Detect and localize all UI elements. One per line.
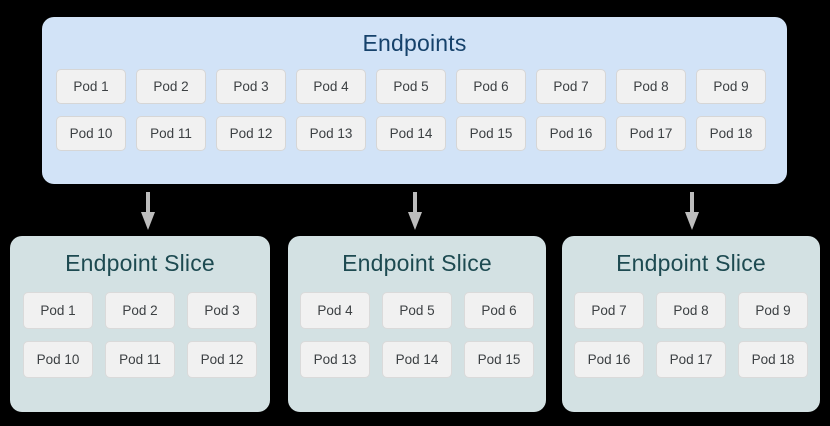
pod-chip[interactable]: Pod 7	[536, 69, 606, 104]
pod-chip[interactable]: Pod 1	[56, 69, 126, 104]
pod-chip[interactable]: Pod 13	[296, 116, 366, 151]
pod-chip[interactable]: Pod 11	[136, 116, 206, 151]
endpoint-slice-pod-grid-1: Pod 1 Pod 2 Pod 3 Pod 10 Pod 11 Pod 12	[10, 292, 270, 378]
pod-chip[interactable]: Pod 14	[376, 116, 446, 151]
endpoint-slice-pod-row: Pod 16 Pod 17 Pod 18	[574, 341, 808, 378]
arrow-down-icon-2	[404, 192, 426, 230]
pod-chip[interactable]: Pod 15	[456, 116, 526, 151]
pod-chip[interactable]: Pod 2	[136, 69, 206, 104]
pod-chip[interactable]: Pod 12	[187, 341, 257, 378]
pod-chip[interactable]: Pod 8	[616, 69, 686, 104]
endpoints-pod-row: Pod 10 Pod 11 Pod 12 Pod 13 Pod 14 Pod 15 Pod …	[56, 116, 773, 151]
pod-chip[interactable]: Pod 3	[216, 69, 286, 104]
pod-chip[interactable]: Pod 9	[696, 69, 766, 104]
pod-chip[interactable]: Pod 2	[105, 292, 175, 329]
pod-chip[interactable]: Pod 14	[382, 341, 452, 378]
endpoint-slice-pod-row: Pod 7 Pod 8 Pod 9	[574, 292, 808, 329]
endpoints-panel: Endpoints Pod 1 Pod 2 Pod 3 Pod 4 Pod 5 Pod 6…	[42, 17, 787, 184]
endpoint-slice-pod-row: Pod 13 Pod 14 Pod 15	[300, 341, 534, 378]
pod-chip[interactable]: Pod 3	[187, 292, 257, 329]
pod-chip[interactable]: Pod 8	[656, 292, 726, 329]
pod-chip[interactable]: Pod 1	[23, 292, 93, 329]
pod-chip[interactable]: Pod 10	[56, 116, 126, 151]
pod-chip[interactable]: Pod 17	[656, 341, 726, 378]
pod-chip[interactable]: Pod 11	[105, 341, 175, 378]
pod-chip[interactable]: Pod 16	[536, 116, 606, 151]
endpoint-slice-pod-row: Pod 4 Pod 5 Pod 6	[300, 292, 534, 329]
arrow-down-icon-1	[137, 192, 159, 230]
pod-chip[interactable]: Pod 6	[456, 69, 526, 104]
pod-chip[interactable]: Pod 18	[696, 116, 766, 151]
pod-chip[interactable]: Pod 13	[300, 341, 370, 378]
pod-chip[interactable]: Pod 16	[574, 341, 644, 378]
pod-chip[interactable]: Pod 4	[296, 69, 366, 104]
arrow-down-icon-3	[681, 192, 703, 230]
endpoints-title: Endpoints	[362, 30, 467, 56]
pod-chip[interactable]: Pod 4	[300, 292, 370, 329]
pod-chip[interactable]: Pod 17	[616, 116, 686, 151]
endpoint-slice-pod-row: Pod 10 Pod 11 Pod 12	[23, 341, 257, 378]
endpoints-pod-row: Pod 1 Pod 2 Pod 3 Pod 4 Pod 5 Pod 6 Pod 7 Pod 8…	[56, 69, 773, 104]
endpoints-pod-grid: Pod 1 Pod 2 Pod 3 Pod 4 Pod 5 Pod 6 Pod 7 Pod 8…	[56, 69, 773, 151]
endpoint-slice-title-3: Endpoint Slice	[616, 250, 766, 276]
pod-chip[interactable]: Pod 7	[574, 292, 644, 329]
endpoint-slice-title-2: Endpoint Slice	[342, 250, 492, 276]
endpoint-slice-pod-grid-3: Pod 7 Pod 8 Pod 9 Pod 16 Pod 17 Pod 18	[562, 292, 820, 378]
endpoint-slice-pod-row: Pod 1 Pod 2 Pod 3	[23, 292, 257, 329]
endpoint-slice-title-1: Endpoint Slice	[65, 250, 215, 276]
endpoint-slice-pod-grid-2: Pod 4 Pod 5 Pod 6 Pod 13 Pod 14 Pod 15	[288, 292, 546, 378]
pod-chip[interactable]: Pod 10	[23, 341, 93, 378]
pod-chip[interactable]: Pod 6	[464, 292, 534, 329]
pod-chip[interactable]: Pod 5	[382, 292, 452, 329]
pod-chip[interactable]: Pod 5	[376, 69, 446, 104]
pod-chip[interactable]: Pod 9	[738, 292, 808, 329]
pod-chip[interactable]: Pod 18	[738, 341, 808, 378]
pod-chip[interactable]: Pod 12	[216, 116, 286, 151]
pod-chip[interactable]: Pod 15	[464, 341, 534, 378]
